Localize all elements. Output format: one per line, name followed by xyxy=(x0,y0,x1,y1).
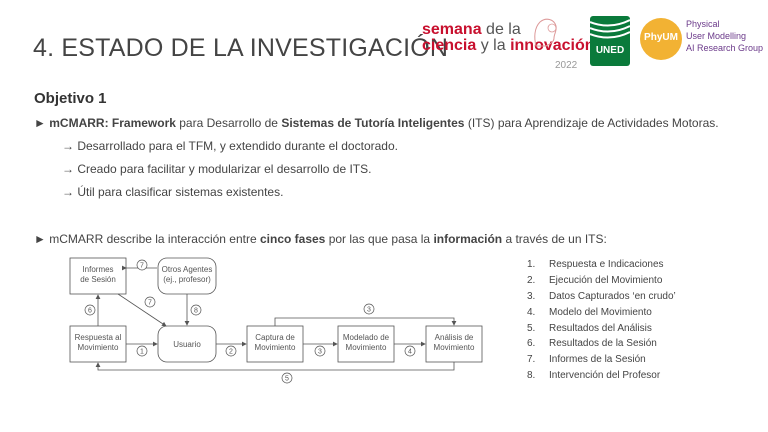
sub-bullet: → Desarrollado para el TFM, y extendido … xyxy=(62,139,398,153)
badge-2-label: 2 xyxy=(229,349,233,356)
legend-number: 3. xyxy=(527,290,536,302)
badge-7-top xyxy=(136,259,148,271)
text: a través de un ITS: xyxy=(502,232,607,246)
text: mCMARR describe la interacción entre xyxy=(49,232,260,246)
sub-bullet-text: Útil para clasificar sistemas existentes… xyxy=(77,185,284,199)
text-bold: información xyxy=(433,232,503,246)
sub-bullet: → Útil para clasificar sistemas existent… xyxy=(62,185,283,199)
legend-text: Ejecución del Movimiento xyxy=(549,274,663,286)
arrow-icon: → xyxy=(62,139,74,153)
legend-item: 4. Modelo del Movimiento xyxy=(527,307,676,323)
phyum-logo-text: PhyUM xyxy=(644,32,678,43)
badge-3-label: 3 xyxy=(318,349,322,356)
badge-3 xyxy=(314,345,326,357)
uned-stripes-icon xyxy=(590,19,630,39)
phyum-text-line: User Modelling xyxy=(686,31,747,41)
legend-text: Informes de la Sesión xyxy=(549,354,646,366)
legend-number: 1. xyxy=(527,259,536,270)
badge-1-label: 1 xyxy=(140,349,144,356)
logo-text-dela: de la xyxy=(486,21,521,38)
badge-8 xyxy=(190,304,202,316)
badge-5 xyxy=(281,372,293,384)
badge-3-top xyxy=(363,303,375,315)
badge-6-label: 6 xyxy=(88,308,92,315)
text-bold: mCMARR: Framework xyxy=(49,116,176,130)
badge-7-diag-label: 7 xyxy=(148,300,152,307)
phases-line: ► mCMARR describe la interacción entre c… xyxy=(34,232,607,246)
phyum-logo: PhyUM xyxy=(640,18,682,60)
legend-text: Modelo del Movimiento xyxy=(549,306,652,318)
text: (ITS) para Aprendizaje de Actividades Mo… xyxy=(464,116,719,130)
sub-bullet: → Creado para facilitar y modularizar el… xyxy=(62,162,371,176)
legend-item: 8. Intervención del Profesor xyxy=(527,370,676,386)
legend-item: 2. Ejecución del Movimiento xyxy=(527,275,676,291)
arrow-5 xyxy=(95,362,455,371)
badge-8-label: 8 xyxy=(194,308,198,315)
framework-line: ► mCMARR: Framework para Desarrollo de S… xyxy=(34,116,719,130)
objective-heading: Objetivo 1 xyxy=(34,90,107,107)
uned-logo: UNED xyxy=(590,16,630,66)
legend-text: Intervención del Profesor xyxy=(549,370,661,382)
node-informes-box xyxy=(69,257,127,295)
arrow-7-diag xyxy=(117,293,167,327)
badge-3-top-label: 3 xyxy=(367,307,371,314)
legend-text: Resultados del Análisis xyxy=(549,322,652,334)
bullet-icon: ► xyxy=(34,116,46,130)
legend-item: 1. Respuesta e Indicaciones xyxy=(527,259,676,275)
legend-item: 5. Resultados del Análisis xyxy=(527,323,676,339)
phases-legend: 1. Respuesta e Indicaciones 2. Ejecución d… xyxy=(527,259,676,386)
phyum-text-line: Physical xyxy=(686,19,720,29)
logo-text-innovacion: innovación xyxy=(510,37,595,54)
legend-text: Respuesta e Indicaciones xyxy=(549,259,664,270)
legend-text: Resultados de la Sesión xyxy=(549,338,657,350)
logo-year: 2022 xyxy=(555,60,578,71)
logo-text-semana: semana xyxy=(422,21,482,38)
phyum-group-text: Physical User Modelling AI Research Grou… xyxy=(686,18,763,54)
legend-text: Datos Capturados ‘en crudo’ xyxy=(549,290,676,302)
semana-ciencia-logo: semana de la ciencia y la innovación 202… xyxy=(422,21,595,72)
face-silhouette-icon xyxy=(534,18,557,47)
logo-text-ciencia: ciencia xyxy=(422,37,477,54)
bullet-icon: ► xyxy=(34,232,46,246)
badge-4 xyxy=(404,345,416,357)
legend-number: 2. xyxy=(527,274,536,286)
badge-1 xyxy=(136,345,148,357)
header-logos: semana de la ciencia y la innovación 202… xyxy=(420,14,765,72)
legend-item: 6. Resultados de la Sesión xyxy=(527,338,676,354)
badge-2 xyxy=(225,345,237,357)
legend-number: 5. xyxy=(527,322,536,334)
uned-logo-text: UNED xyxy=(595,45,625,56)
legend-item: 3. Datos Capturados ‘en crudo’ xyxy=(527,291,676,307)
node-usuario-label: Usuario xyxy=(173,340,201,349)
sub-bullet-text: Desarrollado para el TFM, y extendido du… xyxy=(77,139,398,153)
badge-7-top-label: 7 xyxy=(140,263,144,270)
node-otros-label: Otros Agentes(ej., profesor) xyxy=(162,265,213,284)
arrow-icon: → xyxy=(62,162,74,176)
sub-bullet-text: Creado para facilitar y modularizar el d… xyxy=(77,162,372,176)
legend-item: 7. Informes de la Sesión xyxy=(527,354,676,370)
badge-4-label: 4 xyxy=(408,349,412,356)
arrow-3-bypass xyxy=(274,317,457,326)
page-title: 4. ESTADO DE LA INVESTIGACIÓN xyxy=(33,34,449,62)
arrow-icon: → xyxy=(62,185,74,199)
text-bold: cinco fases xyxy=(259,232,326,246)
text: por las que pasa la xyxy=(325,232,434,246)
logo-text-yla: y la xyxy=(480,37,506,54)
legend-number: 8. xyxy=(527,370,536,382)
legend-number: 4. xyxy=(527,306,536,318)
text: para Desarrollo de xyxy=(175,116,282,130)
legend-number: 6. xyxy=(527,338,536,350)
badge-5-label: 5 xyxy=(285,376,289,383)
badge-6 xyxy=(84,304,96,316)
text-bold: Sistemas de Tutoría Inteligentes xyxy=(281,116,465,130)
legend-number: 7. xyxy=(527,354,536,366)
badge-7-diag xyxy=(144,296,156,308)
phyum-text-line: AI Research Group xyxy=(686,43,764,53)
